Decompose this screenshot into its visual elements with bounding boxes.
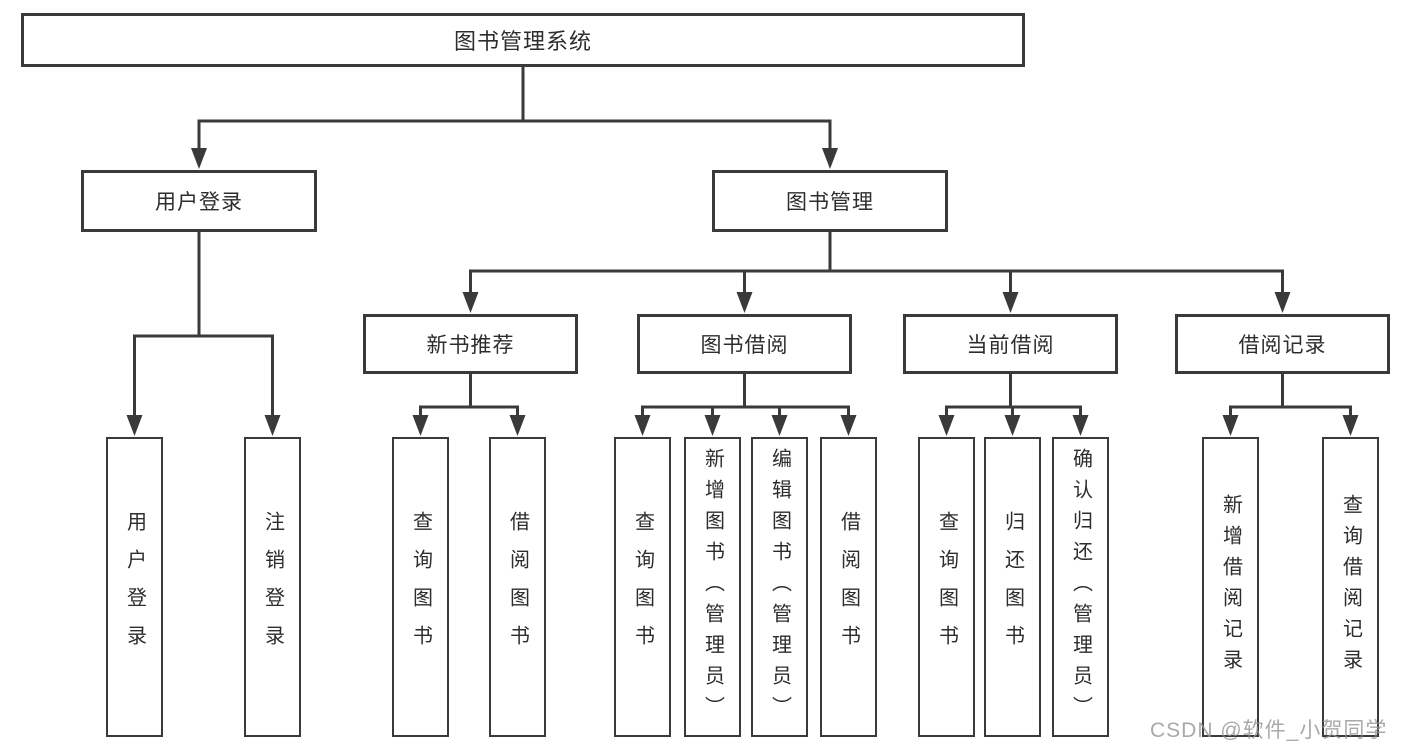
arrowhead bbox=[634, 415, 651, 436]
node-library-management-system: 图书管理系统 bbox=[21, 13, 1025, 67]
leaf-currentborrow-confirm-return-admin: 确认归还（管理员） bbox=[1052, 437, 1109, 737]
node-label: 归还图书 bbox=[1001, 511, 1024, 663]
arrowhead bbox=[126, 415, 143, 436]
arrowhead bbox=[840, 415, 857, 436]
arrowhead bbox=[412, 415, 429, 436]
node-label: 图书借阅 bbox=[700, 334, 789, 357]
node-label: 新增图书（管理员） bbox=[701, 447, 724, 727]
connector-borrow-record-branch bbox=[1229, 372, 1352, 420]
node-label: 图书管理 bbox=[786, 191, 874, 214]
node-label: 借阅图书 bbox=[837, 511, 860, 663]
connector-book-management-branch bbox=[469, 230, 1284, 298]
node-label: 当前借阅 bbox=[966, 334, 1055, 357]
leaf-newbook-borrow-book: 借阅图书 bbox=[489, 437, 546, 737]
leaf-bookborrow-edit-book-admin: 编辑图书（管理员） bbox=[751, 437, 808, 737]
leaf-user-login: 用户登录 bbox=[106, 437, 163, 737]
arrowhead bbox=[462, 292, 479, 313]
arrowhead bbox=[704, 415, 721, 436]
arrowhead bbox=[822, 148, 838, 169]
arrowhead bbox=[1004, 415, 1021, 436]
node-label: 借阅记录 bbox=[1238, 334, 1327, 357]
node-label: 查询借阅记录 bbox=[1339, 494, 1362, 680]
connector-root-branch bbox=[197, 65, 832, 153]
node-book-management: 图书管理 bbox=[712, 170, 948, 232]
leaf-currentborrow-return-book: 归还图书 bbox=[984, 437, 1041, 737]
node-label: 图书管理系统 bbox=[453, 29, 592, 54]
arrowhead bbox=[771, 415, 788, 436]
node-label: 查询图书 bbox=[409, 511, 432, 663]
node-user-login: 用户登录 bbox=[81, 170, 317, 232]
node-label: 确认归还（管理员） bbox=[1069, 447, 1092, 727]
leaf-record-add-borrow-record: 新增借阅记录 bbox=[1202, 437, 1259, 737]
node-new-book-recommend: 新书推荐 bbox=[363, 314, 578, 374]
leaf-logout: 注销登录 bbox=[244, 437, 301, 737]
node-label: 查询图书 bbox=[935, 511, 958, 663]
node-label: 借阅图书 bbox=[506, 511, 529, 663]
connector-current-borrow-branch bbox=[945, 372, 1082, 420]
connector-user-login-branch bbox=[133, 230, 274, 420]
leaf-bookborrow-borrow-book: 借阅图书 bbox=[820, 437, 877, 737]
arrowhead bbox=[264, 415, 281, 436]
arrowhead bbox=[1342, 415, 1359, 436]
arrowhead bbox=[736, 292, 753, 313]
csdn-watermark: CSDN @软件_小贺同学 bbox=[1150, 719, 1388, 742]
leaf-record-query-borrow-record: 查询借阅记录 bbox=[1322, 437, 1379, 737]
node-borrow-record: 借阅记录 bbox=[1175, 314, 1390, 374]
node-label: 用户登录 bbox=[123, 511, 146, 663]
node-label: 新书推荐 bbox=[426, 334, 515, 357]
connector-new-book-branch bbox=[419, 372, 519, 420]
node-label: 注销登录 bbox=[261, 511, 284, 663]
leaf-newbook-query-book: 查询图书 bbox=[392, 437, 449, 737]
leaf-bookborrow-add-book-admin: 新增图书（管理员） bbox=[684, 437, 741, 737]
arrowhead bbox=[1274, 292, 1291, 313]
arrowhead bbox=[509, 415, 526, 436]
node-book-borrow: 图书借阅 bbox=[637, 314, 852, 374]
leaf-currentborrow-query-book: 查询图书 bbox=[918, 437, 975, 737]
arrowhead bbox=[1222, 415, 1239, 436]
node-label: 用户登录 bbox=[155, 191, 243, 214]
node-label: 新增借阅记录 bbox=[1219, 494, 1242, 680]
arrowhead bbox=[1072, 415, 1089, 436]
arrowhead bbox=[191, 148, 207, 169]
node-current-borrow: 当前借阅 bbox=[903, 314, 1118, 374]
arrowhead bbox=[938, 415, 955, 436]
arrowhead bbox=[1002, 292, 1019, 313]
leaf-bookborrow-query-book: 查询图书 bbox=[614, 437, 671, 737]
node-label: 编辑图书（管理员） bbox=[768, 447, 791, 727]
connector-book-borrow-branch bbox=[641, 372, 850, 420]
node-label: 查询图书 bbox=[631, 511, 654, 663]
